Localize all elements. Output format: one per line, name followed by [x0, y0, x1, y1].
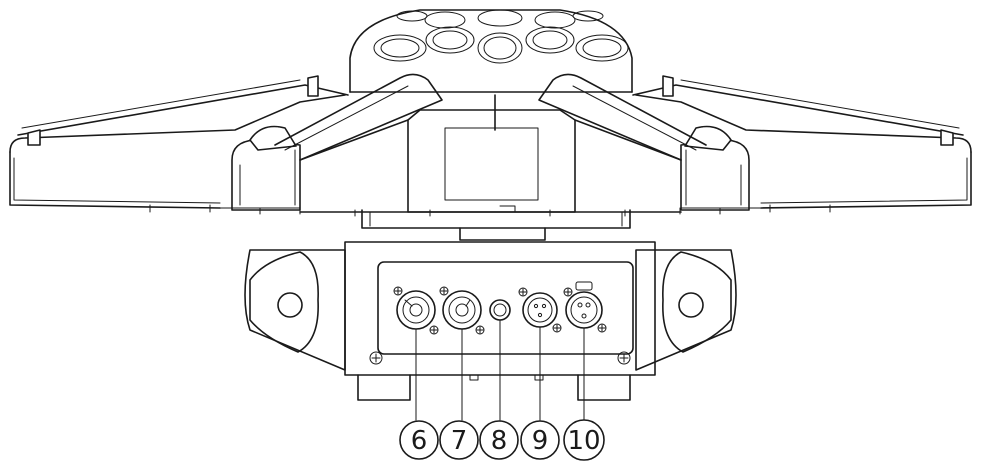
callout-6-label: 6: [411, 426, 428, 456]
center-body: [149, 91, 831, 217]
powercon-in-connector: [393, 286, 439, 335]
right-arm: [538, 73, 972, 211]
left-arm: [9, 73, 443, 211]
callout-7: 7: [439, 420, 479, 460]
callout-9-label: 9: [532, 426, 549, 456]
callout-6: 6: [399, 420, 439, 460]
callout-10-label: 10: [567, 426, 600, 456]
lens-dome: [349, 9, 633, 93]
callout-7-label: 7: [451, 426, 468, 456]
yoke-clamp: [361, 205, 631, 241]
callout-9: 9: [520, 420, 560, 460]
fuse-holder: [489, 299, 511, 321]
dmx-in-connector: [518, 287, 562, 333]
rear-panel: [244, 241, 737, 401]
callout-10: 10: [563, 419, 605, 461]
callout-8: 8: [479, 420, 519, 460]
leader-lines: [415, 319, 585, 421]
powercon-out-connector: [439, 286, 485, 335]
callout-8-label: 8: [491, 426, 508, 456]
dmx-out-connector: [563, 281, 607, 333]
